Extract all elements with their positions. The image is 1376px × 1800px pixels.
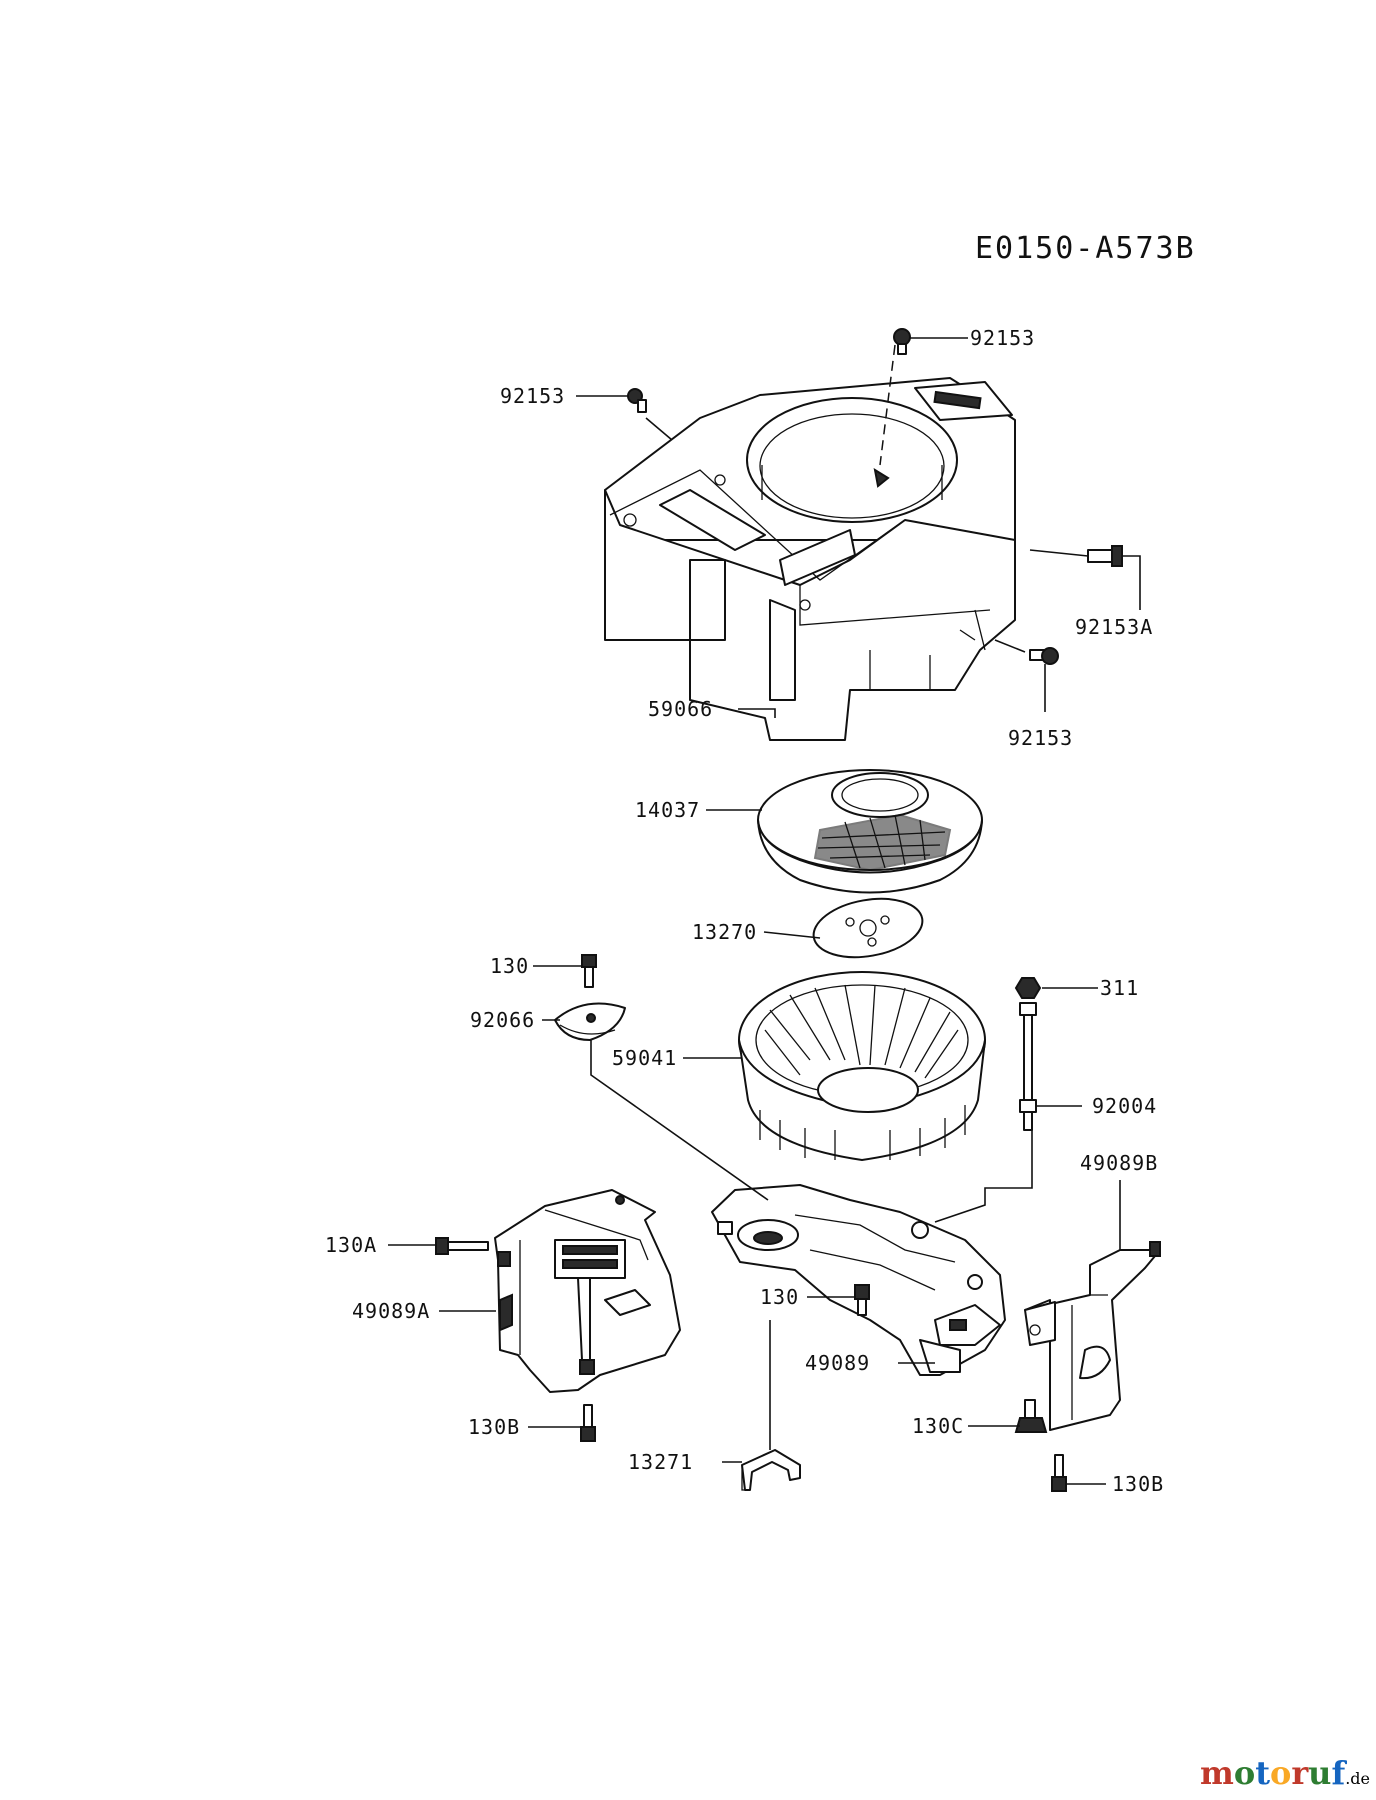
fan-cover-mesh bbox=[813, 813, 952, 872]
label-130B-left: 130B bbox=[468, 1415, 520, 1439]
label-49089: 49089 bbox=[805, 1351, 870, 1375]
label-49089B: 49089B bbox=[1080, 1151, 1158, 1175]
part-labels: 92153 92153 92153A 92153 59066 14037 132… bbox=[325, 326, 1164, 1496]
brand-logo-letter: f bbox=[1331, 1754, 1346, 1792]
label-92153A: 92153A bbox=[1075, 615, 1153, 639]
label-59066: 59066 bbox=[648, 697, 713, 721]
washer-and-bolt bbox=[554, 954, 626, 1041]
brand-logo-letter: r bbox=[1291, 1754, 1309, 1792]
flywheel-plate bbox=[812, 897, 924, 959]
flywheel-fan bbox=[738, 971, 986, 1161]
assembly-line bbox=[879, 344, 896, 466]
label-92153-left: 92153 bbox=[500, 384, 565, 408]
bracket bbox=[741, 1449, 801, 1491]
brand-logo-letter: o bbox=[1233, 1754, 1256, 1792]
label-92066: 92066 bbox=[470, 1008, 535, 1032]
label-92153-top: 92153 bbox=[970, 326, 1035, 350]
label-92004: 92004 bbox=[1092, 1094, 1157, 1118]
leader-lines bbox=[388, 337, 1141, 1485]
shroud-right bbox=[1024, 1241, 1161, 1431]
brand-logo-suffix: .de bbox=[1345, 1769, 1370, 1788]
diagram-code: E0150-A573B bbox=[975, 231, 1196, 266]
brand-logo-letter: t bbox=[1255, 1754, 1270, 1792]
fan-cover bbox=[757, 769, 983, 894]
label-13271: 13271 bbox=[628, 1450, 693, 1474]
label-92153-right: 92153 bbox=[1008, 726, 1073, 750]
label-130B-right: 130B bbox=[1112, 1472, 1164, 1496]
blower-housing bbox=[604, 377, 1016, 741]
label-13270: 13270 bbox=[692, 920, 757, 944]
label-14037: 14037 bbox=[635, 798, 700, 822]
brand-logo-letter: o bbox=[1269, 1754, 1292, 1792]
brand-logo-letter: u bbox=[1308, 1754, 1332, 1792]
stud-and-nut bbox=[1014, 977, 1042, 1131]
label-130C: 130C bbox=[912, 1414, 964, 1438]
label-130-mid: 130 bbox=[760, 1285, 799, 1309]
label-130-top: 130 bbox=[490, 954, 529, 978]
shroud-left bbox=[494, 1189, 681, 1393]
brand-logo: motoruf.de bbox=[1200, 1754, 1370, 1792]
brand-logo-letter: m bbox=[1199, 1754, 1234, 1792]
label-130A: 130A bbox=[325, 1233, 377, 1257]
baffle-plate bbox=[711, 1184, 1006, 1376]
label-59041: 59041 bbox=[612, 1046, 677, 1070]
label-49089A: 49089A bbox=[352, 1299, 430, 1323]
brand-logo-text: motoruf bbox=[1200, 1754, 1345, 1792]
label-311: 311 bbox=[1100, 976, 1139, 1000]
